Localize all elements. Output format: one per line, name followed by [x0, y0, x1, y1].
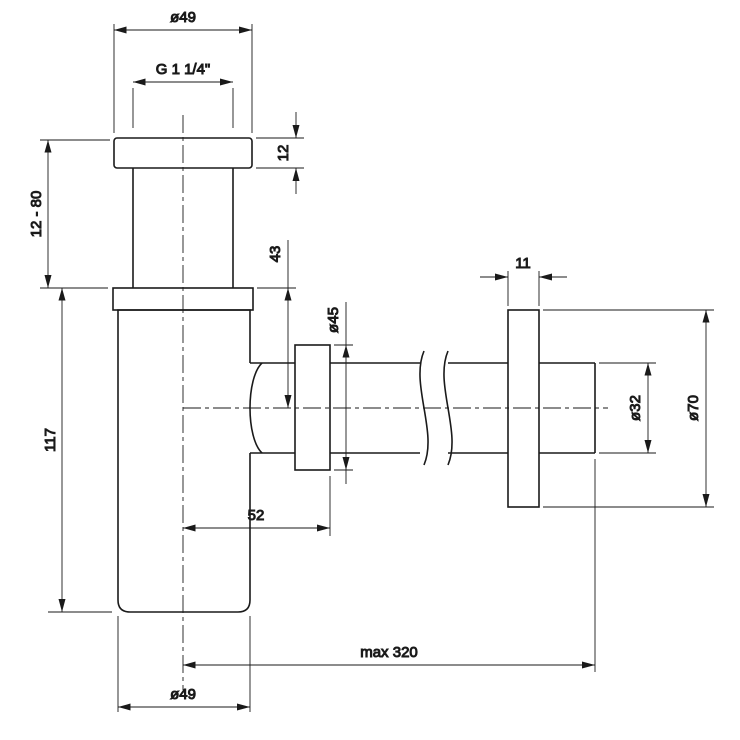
dim-thread-size: G 1 1/4": [132, 61, 234, 128]
dim-label-thread-size: G 1 1/4": [156, 61, 211, 78]
part-geometry: [112, 137, 596, 613]
extension-lines: [132, 88, 234, 128]
dim-body-height: 117: [42, 288, 112, 613]
dim-label-inlet-adjust-range: 12 - 80: [28, 191, 45, 238]
dim-rosette-diameter: ø70: [543, 309, 714, 508]
dim-label-rosette-depth: 11: [515, 255, 531, 272]
wall-rosette: [507, 309, 540, 508]
drawing-strokes: ø49 G 1 1/4" 12 12 - 80 117: [28, 9, 714, 712]
extension-lines: [113, 24, 253, 133]
dim-label-pipe-diameter: ø32: [627, 395, 644, 421]
dim-label-outlet-center-offset: 43: [267, 246, 284, 263]
dim-max-reach: max 320: [183, 459, 596, 672]
dim-label-bottom-diameter: ø49: [170, 686, 196, 703]
dim-label-rosette-diameter: ø70: [685, 395, 702, 421]
dim-top-diameter: ø49: [113, 9, 253, 133]
dim-label-top-diameter: ø49: [170, 9, 196, 26]
dim-outlet-center-offset: 43: [257, 240, 296, 408]
dim-rosette-depth: 11: [480, 255, 567, 306]
trap-body: [117, 309, 251, 613]
dim-label-outlet-offset: 52: [248, 507, 265, 524]
dim-outlet-offset: 52: [183, 476, 331, 536]
extension-lines: [543, 309, 714, 508]
extension-lines: [507, 271, 540, 306]
dim-label-nut-diameter: ø45: [325, 307, 342, 333]
dim-pipe-diameter: ø32: [599, 362, 656, 454]
extension-lines: [117, 616, 251, 712]
dim-bottom-diameter: ø49: [117, 616, 251, 712]
dim-label-flange-height: 12: [275, 145, 292, 162]
dim-nut-diameter: ø45: [325, 302, 353, 484]
extension-lines: [40, 139, 110, 289]
dim-inlet-adjust-range: 12 - 80: [28, 139, 110, 289]
inlet-tube: [132, 168, 234, 288]
compression-nut: [294, 344, 331, 471]
dim-label-body-height: 117: [42, 428, 59, 452]
dim-label-max-reach: max 320: [360, 644, 418, 661]
dim-flange-height: 12: [256, 112, 304, 194]
